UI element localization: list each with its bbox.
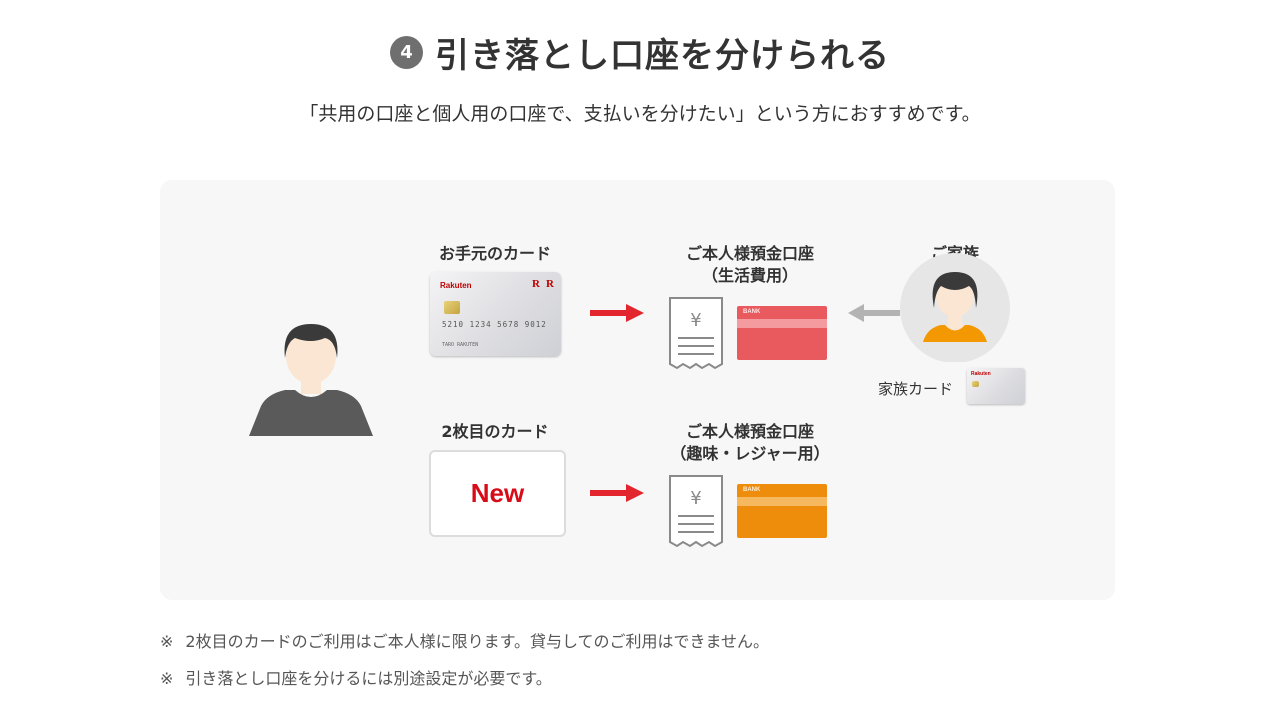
arrow-right-icon-2 xyxy=(590,484,644,502)
r-logo-icon-2: R xyxy=(546,278,554,290)
rakuten-card-image: Rakuten R R 5210 1234 5678 9012 TARO RAK… xyxy=(430,272,561,356)
card-holder: TARO RAKUTEN xyxy=(442,342,479,348)
card-brand-logo: Rakuten xyxy=(440,281,472,290)
bank-card-red: BANK xyxy=(737,306,827,360)
section-title: 引き落とし口座を分けられる xyxy=(435,36,890,76)
arrow-right-icon xyxy=(590,304,644,322)
r-logo-icon: R xyxy=(532,278,540,290)
family-card-chip-icon xyxy=(972,381,979,387)
account1-sub: （生活費用） xyxy=(701,266,798,285)
bank-label-2: BANK xyxy=(743,487,761,493)
note-text-2: 引き落とし口座を分けるには別途設定が必要です。 xyxy=(185,669,552,688)
note-mark-2: ※ xyxy=(160,669,174,688)
note-1: ※ 2枚目のカードのご利用はご本人様に限ります。貸与してのご利用はできません。 xyxy=(160,628,769,652)
card-number: 5210 1234 5678 9012 xyxy=(442,320,547,329)
user-avatar-icon xyxy=(249,324,373,436)
section-subtitle: 「共用の口座と個人用の口座で、支払いを分けたい」という方におすすめです。 xyxy=(299,103,981,125)
note-text: 2枚目のカードのご利用はご本人様に限ります。貸与してのご利用はできません。 xyxy=(185,632,770,651)
family-card-brand: Rakuten xyxy=(971,371,991,377)
family-card-label: 家族カード xyxy=(878,380,954,398)
yen-symbol-2: ¥ xyxy=(690,488,701,509)
second-card-label: 2枚目のカード xyxy=(441,422,549,441)
family-avatar-icon xyxy=(900,253,1010,362)
arrow-left-icon xyxy=(848,304,900,322)
new-badge: New xyxy=(470,478,525,508)
new-card-image: New xyxy=(429,450,566,537)
step-number-badge: 4 xyxy=(390,36,423,69)
receipt-icon-2: ¥ xyxy=(669,475,723,548)
chip-icon xyxy=(444,301,460,314)
account2-title: ご本人様預金口座 xyxy=(685,422,814,441)
family-card-image: Rakuten xyxy=(967,368,1025,404)
account1-title: ご本人様預金口座 xyxy=(685,244,814,263)
current-card-label: お手元のカード xyxy=(438,244,551,263)
bank-stripe-2 xyxy=(737,497,827,506)
account2-sub: （趣味・レジャー用） xyxy=(670,444,830,463)
note-mark: ※ xyxy=(160,632,174,651)
bank-stripe xyxy=(737,319,827,328)
bank-card-orange: BANK xyxy=(737,484,827,538)
yen-symbol: ¥ xyxy=(690,310,701,331)
receipt-icon: ¥ xyxy=(669,297,723,370)
bank-label: BANK xyxy=(743,309,761,315)
section-heading: 4 引き落とし口座を分けられる xyxy=(0,28,1280,77)
note-2: ※ 引き落とし口座を分けるには別途設定が必要です。 xyxy=(160,665,552,689)
